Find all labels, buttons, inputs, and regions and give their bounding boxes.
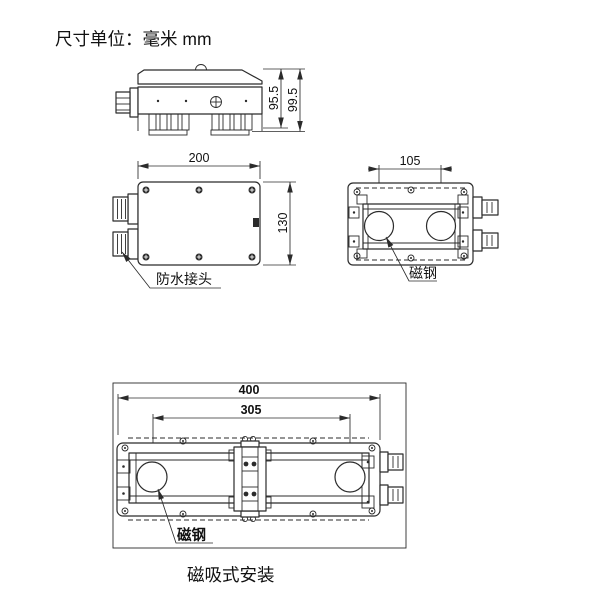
magnet-left xyxy=(136,461,168,493)
lid-dome-icon xyxy=(195,64,207,71)
dim-95-5: 95.5 xyxy=(267,86,281,110)
dim-305: 305 xyxy=(241,403,262,417)
dim-130: 130 xyxy=(276,213,290,234)
cable-glands-right xyxy=(379,451,404,506)
length-dimension-200: 200 xyxy=(137,151,261,179)
label-mark xyxy=(253,218,259,227)
caption-mounting-type: 磁吸式安装 xyxy=(187,565,275,585)
side-brackets xyxy=(348,206,469,248)
side-view-drawing: 95.5 99.5 xyxy=(115,64,305,136)
dim-105: 105 xyxy=(400,154,421,168)
magnet-right xyxy=(334,461,366,493)
magnet-right xyxy=(425,210,457,242)
magnet-callout: 磁钢 xyxy=(157,488,213,544)
bottom-view-drawing: 105 xyxy=(347,154,499,282)
waterproof-connector-callout: 防水接头 xyxy=(121,251,221,289)
magnet-left xyxy=(363,210,395,242)
cable-gland-side-icon xyxy=(115,87,139,118)
mounting-view-drawing: 400 305 xyxy=(112,382,407,549)
total-length-dimension-400: 400 xyxy=(117,383,381,440)
enclosure-body-side xyxy=(137,86,263,115)
center-clamp-bracket xyxy=(228,435,272,523)
cover-screws xyxy=(142,186,256,261)
magnet-callout: 磁钢 xyxy=(385,236,437,282)
frame-border xyxy=(112,382,407,549)
page-title: 尺寸单位：毫米 mm xyxy=(55,29,212,49)
waterproof-connector-label: 防水接头 xyxy=(156,271,212,287)
enclosure-top xyxy=(137,181,261,266)
dim-400: 400 xyxy=(239,383,260,397)
cable-glands-right xyxy=(472,196,499,252)
base-screws xyxy=(353,186,468,262)
screw-icon xyxy=(210,96,222,108)
top-view-drawing: 200 xyxy=(112,151,296,289)
waterproof-connector-top xyxy=(112,193,139,260)
height-dimensions: 95.5 99.5 xyxy=(252,68,305,132)
depth-dimension-130: 130 xyxy=(263,181,296,266)
enclosure-lid xyxy=(137,69,263,85)
device-screws xyxy=(121,437,376,518)
rail-side-brackets xyxy=(116,455,375,509)
dim-200: 200 xyxy=(189,151,210,165)
mounting-slots xyxy=(148,113,253,136)
magnet-label: 磁钢 xyxy=(177,526,206,544)
magnet-label: 磁钢 xyxy=(409,265,437,281)
dim-99-5: 99.5 xyxy=(286,88,300,112)
